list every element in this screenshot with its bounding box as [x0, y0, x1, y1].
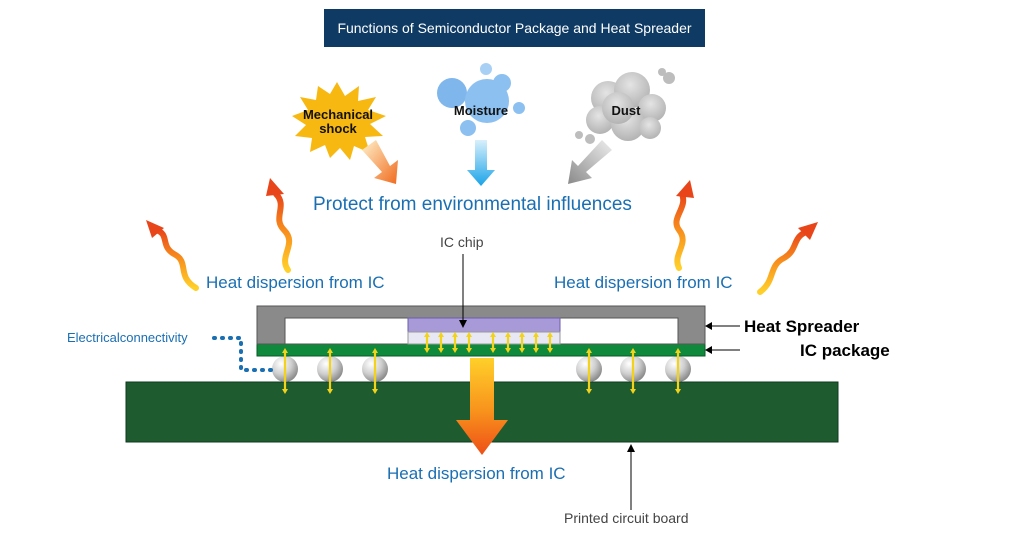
heat-spreader-label: Heat Spreader — [744, 317, 860, 336]
diagram-title: Functions of Semiconductor Package and H… — [324, 9, 705, 47]
leader-lines — [459, 254, 740, 510]
bump-double-arrow — [519, 332, 525, 353]
electrical-double-arrows — [282, 332, 681, 394]
mechanical-shock-icon — [292, 82, 386, 160]
heat-down-arrow — [456, 358, 508, 455]
bump-double-arrow — [505, 332, 511, 353]
shock-arrow — [362, 140, 398, 184]
heat-dispersion-right-label: Heat dispersion from IC — [554, 273, 733, 292]
ball-double-arrow — [675, 348, 681, 394]
heat-wavy-arrow-right — [673, 180, 694, 271]
bump-double-arrow — [466, 332, 472, 353]
heat-dispersion-left-label: Heat dispersion from IC — [206, 273, 385, 292]
bump-double-arrow — [438, 332, 444, 353]
dust-icon — [575, 68, 675, 144]
ic-package-substrate — [256, 343, 706, 357]
ball-double-arrow — [630, 348, 636, 394]
bump-double-arrow — [452, 332, 458, 353]
electrical-connectivity-label: Electricalconnectivity — [67, 330, 188, 345]
ball-double-arrow — [327, 348, 333, 394]
ic-chip-label: IC chip — [440, 234, 484, 250]
ball-double-arrow — [282, 348, 288, 394]
protect-label: Protect from environmental influences — [313, 194, 632, 215]
ball-double-arrow — [372, 348, 378, 394]
bump-double-arrow — [424, 332, 430, 353]
heat-wavy-arrow-far-right — [757, 222, 818, 295]
heat-dispersion-bottom-label: Heat dispersion from IC — [387, 464, 566, 483]
ic-chip-graphic — [407, 317, 561, 345]
moisture-icon — [437, 63, 525, 136]
bump-double-arrow — [547, 332, 553, 353]
bump-double-arrow — [533, 332, 539, 353]
moisture-label: Moisture — [453, 103, 509, 118]
heat-wavy-arrow-far-left — [146, 220, 199, 291]
dust-label: Dust — [611, 103, 641, 118]
moisture-arrow — [467, 140, 495, 186]
ball-double-arrow — [586, 348, 592, 394]
printed-circuit-board-label: Printed circuit board — [564, 510, 689, 526]
electrical-connectivity-dotted-line — [212, 336, 274, 372]
mechanical-shock-label: Mechanical shock — [302, 107, 374, 136]
heat-wavy-arrow-left — [266, 178, 293, 273]
dust-arrow — [568, 140, 612, 184]
bump-double-arrow — [490, 332, 496, 353]
ic-package-label: IC package — [800, 341, 890, 360]
